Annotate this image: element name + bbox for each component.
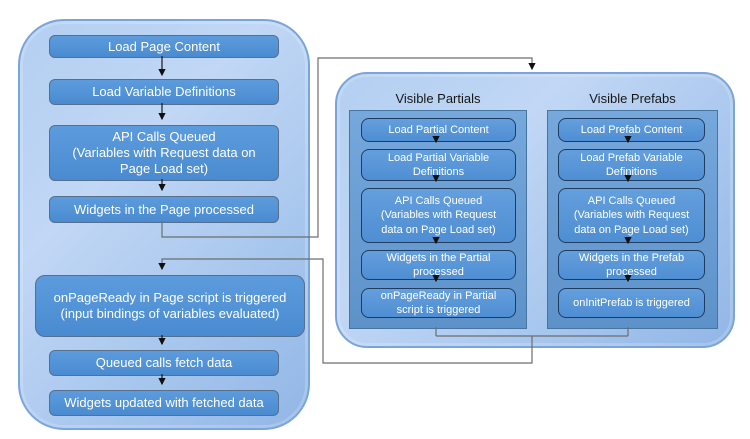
widgets-in-page-processed-box: Widgets in the Page processed — [49, 196, 279, 223]
load-prefab-content-box: Load Prefab Content — [558, 118, 705, 142]
widgets-in-partial-processed-box: Widgets in the Partial processed — [361, 250, 516, 280]
prefabs-flow-panel: Load Prefab Content Load Prefab Variable… — [547, 110, 718, 329]
onpageready-page-script-box: onPageReady in Page script is triggered … — [35, 275, 305, 337]
load-prefab-variable-definitions-box: Load Prefab Variable Definitions — [558, 149, 705, 181]
prefab-api-calls-queued-box: API Calls Queued (Variables with Request… — [558, 188, 705, 243]
queued-calls-fetch-data-box: Queued calls fetch data — [49, 350, 279, 376]
visible-prefabs-title: Visible Prefabs — [589, 91, 676, 106]
load-variable-definitions-box: Load Variable Definitions — [49, 79, 279, 105]
partials-flow-panel: Load Partial Content Load Partial Variab… — [349, 110, 527, 329]
partials-prefabs-container: Visible Partials Visible Prefabs Load Pa… — [335, 72, 735, 348]
onpageready-partial-script-box: onPageReady in Partial script is trigger… — [361, 288, 516, 318]
partial-api-calls-queued-box: API Calls Queued (Variables with Request… — [361, 188, 516, 243]
load-partial-variable-definitions-box: Load Partial Variable Definitions — [361, 149, 516, 181]
oninitprefab-triggered-box: onInitPrefab is triggered — [558, 288, 705, 318]
visible-partials-title: Visible Partials — [395, 91, 481, 106]
api-calls-queued-box: API Calls Queued (Variables with Request… — [49, 125, 279, 181]
load-page-content-box: Load Page Content — [49, 35, 279, 58]
load-partial-content-box: Load Partial Content — [361, 118, 516, 142]
widgets-in-prefab-processed-box: Widgets in the Prefab processed — [558, 250, 705, 280]
widgets-updated-fetched-data-box: Widgets updated with fetched data — [49, 390, 279, 416]
page-flow-container: Load Page Content Load Variable Definiti… — [18, 19, 310, 430]
